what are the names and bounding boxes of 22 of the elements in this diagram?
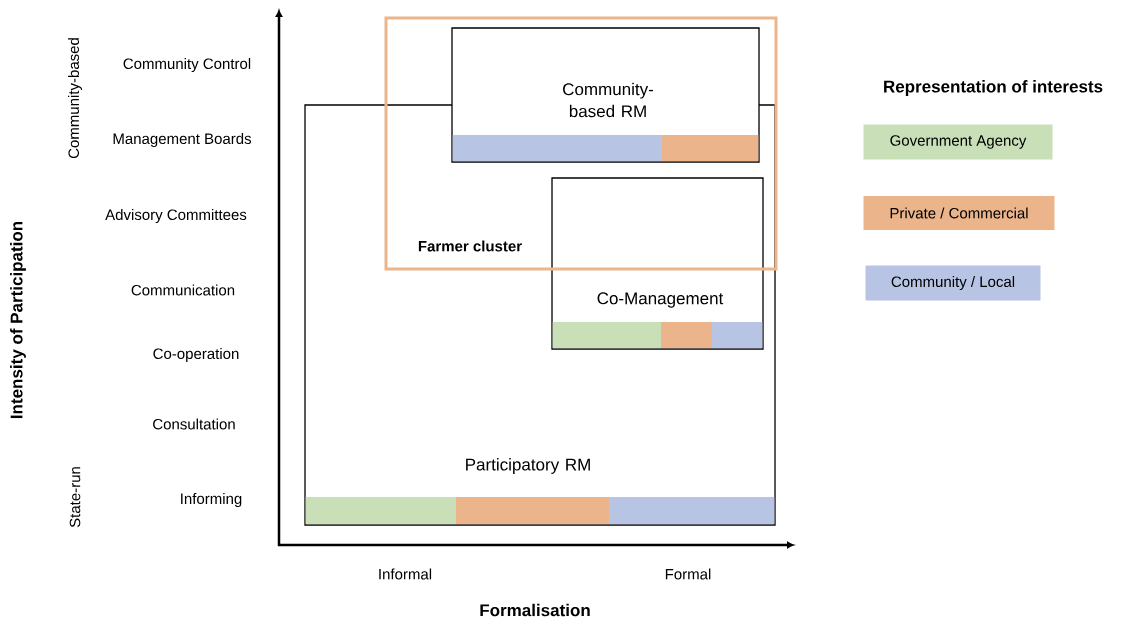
level-label: Informal <box>379 568 432 580</box>
category-label: State-run <box>69 467 81 528</box>
axis-title: Formalisation <box>480 603 590 617</box>
representation-bar <box>552 322 661 349</box>
representation-bar <box>305 497 456 525</box>
legend-title: Representation of interests <box>884 80 1103 96</box>
level-label: Co-operation <box>153 348 239 362</box>
level-label: Community Control <box>123 58 251 72</box>
level-label: Communication <box>131 284 235 296</box>
representation-bar <box>456 497 609 525</box>
representation-bar <box>609 497 775 525</box>
level-label: Informing <box>181 493 242 507</box>
axis-title: Intensity of Participation <box>10 221 26 419</box>
category-label: Community-based <box>68 38 82 159</box>
level-label: Formal <box>665 568 711 580</box>
representation-bar <box>712 322 763 349</box>
representation-bar <box>452 135 662 162</box>
level-label: Consultation <box>153 418 235 430</box>
level-label: Management Boards <box>113 133 252 147</box>
level-label: Advisory Committees <box>105 209 247 223</box>
representation-bar <box>661 322 712 349</box>
representation-bar <box>662 135 759 162</box>
